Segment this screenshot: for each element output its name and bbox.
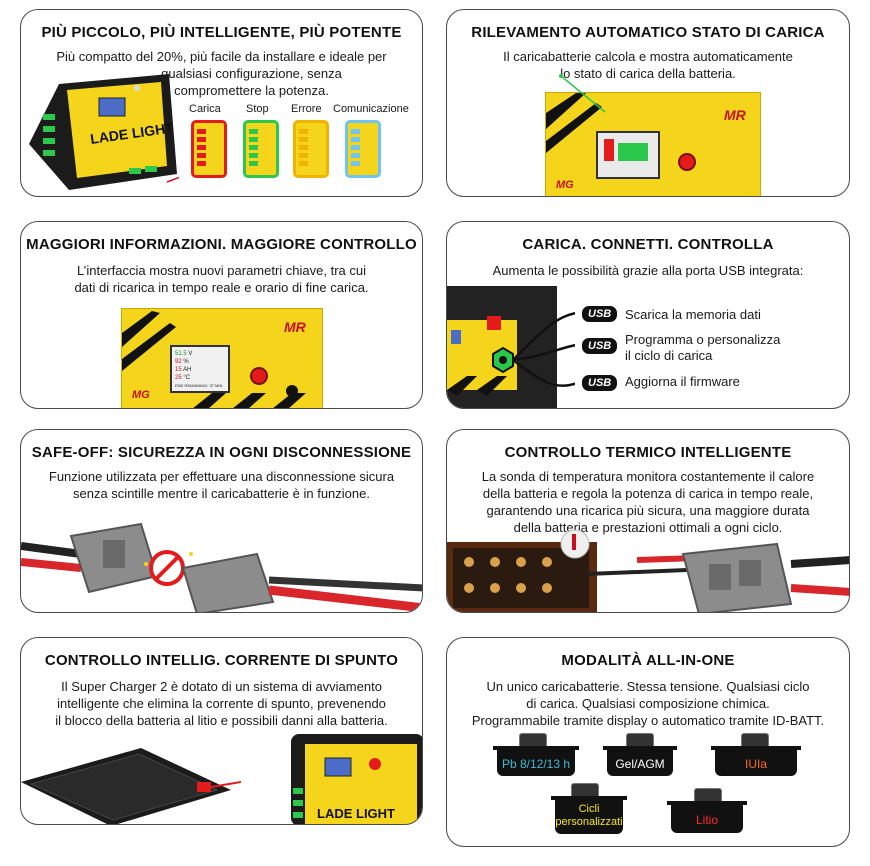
mode-iuia: IUIa xyxy=(711,746,801,776)
feature-card-charge-state: RILEVAMENTO AUTOMATICO STATO DI CARICA I… xyxy=(446,9,850,197)
state-label-comunicazione: Comunicazione xyxy=(333,103,409,115)
state-label-errore: Errore xyxy=(291,103,322,115)
feature-card-usb: CARICA. CONNETTI. CONTROLLA Aumenta le p… xyxy=(446,221,850,409)
state-label-stop: Stop xyxy=(246,103,269,115)
card-title: MAGGIORI INFORMAZIONI. MAGGIORE CONTROLL… xyxy=(26,236,417,253)
usb-item-program: Programma o personalizza il ciclo di car… xyxy=(625,332,781,363)
connector-disconnect-image xyxy=(21,506,422,612)
feature-card-thermal: CONTROLLO TERMICO INTELLIGENTE La sonda … xyxy=(446,429,850,613)
charger-device-image: LADE LIGHT xyxy=(291,734,422,824)
charge-state-screen xyxy=(596,131,660,179)
usb-item-download: Scarica la memoria dati xyxy=(625,307,761,322)
state-label-carica: Carica xyxy=(189,103,221,115)
feature-card-all-in-one: MODALITÀ ALL-IN-ONE Un unico caricabatte… xyxy=(446,637,850,847)
card-description: Più compatto del 20%, più facile da inst… xyxy=(56,49,387,98)
state-device-carica xyxy=(191,120,227,178)
state-device-comunicazione xyxy=(345,120,381,178)
mode-cicli-personalizzati: Cicli personalizzati xyxy=(551,796,627,834)
battery-probe-image xyxy=(447,529,849,612)
mode-pb: Pb 8/12/13 h xyxy=(493,746,579,776)
charger-panel-image: 51.5 V 92 % 15 AH 25 °C END REMAINING: 3… xyxy=(121,308,323,408)
usb-item-firmware: Aggiorna il firmware xyxy=(625,374,740,389)
mg-logo: MG xyxy=(556,179,574,191)
card-title: CARICA. CONNETTI. CONTROLLA xyxy=(522,236,774,253)
card-description: Un unico caricabatterie. Stessa tensione… xyxy=(471,679,825,728)
usb-icon: USB xyxy=(581,374,619,392)
lithium-battery-image xyxy=(21,742,242,824)
usb-icon: USB xyxy=(581,305,619,323)
card-title: CONTROLLO TERMICO INTELLIGENTE xyxy=(504,444,792,461)
info-screen: 51.5 V 92 % 15 AH 25 °C END REMAINING: 3… xyxy=(170,345,230,393)
feature-card-inrush: CONTROLLO INTELLIG. CORRENTE DI SPUNTO I… xyxy=(20,637,423,825)
mode-gel-agm: Gel/AGM xyxy=(603,746,677,776)
svg-text:LADE LIGHT: LADE LIGHT xyxy=(317,806,395,821)
feature-card-compact: PIÙ PICCOLO, PIÙ INTELLIGENTE, PIÙ POTEN… xyxy=(20,9,423,197)
card-description: Funzione utilizzata per effettuare una d… xyxy=(48,469,395,501)
card-description: Aumenta le possibilità grazie alla porta… xyxy=(492,263,804,278)
mode-litio: Litio xyxy=(667,801,747,833)
card-title: CONTROLLO INTELLIG. CORRENTE DI SPUNTO xyxy=(44,652,399,669)
usb-icon: USB xyxy=(581,337,619,355)
card-title: RILEVAMENTO AUTOMATICO STATO DI CARICA xyxy=(471,24,825,41)
card-description: Il Super Charger 2 è dotato di un sistem… xyxy=(55,679,388,728)
stop-button xyxy=(678,153,696,171)
charger-side-image xyxy=(447,286,582,408)
card-title: SAFE-OFF: SICUREZZA IN OGNI DISCONNESSIO… xyxy=(31,444,412,461)
state-device-stop xyxy=(243,120,279,178)
charger-panel-image: MR MG xyxy=(545,92,761,196)
card-description: L’interfaccia mostra nuovi parametri chi… xyxy=(74,263,369,295)
card-title: PIÙ PICCOLO, PIÙ INTELLIGENTE, PIÙ POTEN… xyxy=(41,24,402,41)
stop-button xyxy=(250,367,268,385)
usb-port xyxy=(286,385,298,397)
card-title: MODALITÀ ALL-IN-ONE xyxy=(561,652,735,669)
feature-card-safe-off: SAFE-OFF: SICUREZZA IN OGNI DISCONNESSIO… xyxy=(20,429,423,613)
card-description: Il caricabatterie calcola e mostra autom… xyxy=(503,49,793,81)
mg-logo: MG xyxy=(132,389,150,401)
charger-device-image: LADE LIGHT xyxy=(29,74,200,190)
feature-card-more-info: MAGGIORI INFORMAZIONI. MAGGIORE CONTROLL… xyxy=(20,221,423,409)
card-description: La sonda di temperatura monitora costant… xyxy=(481,469,815,535)
state-device-errore xyxy=(293,120,329,178)
mr-logo: MR xyxy=(284,319,306,335)
mr-logo: MR xyxy=(724,107,746,123)
